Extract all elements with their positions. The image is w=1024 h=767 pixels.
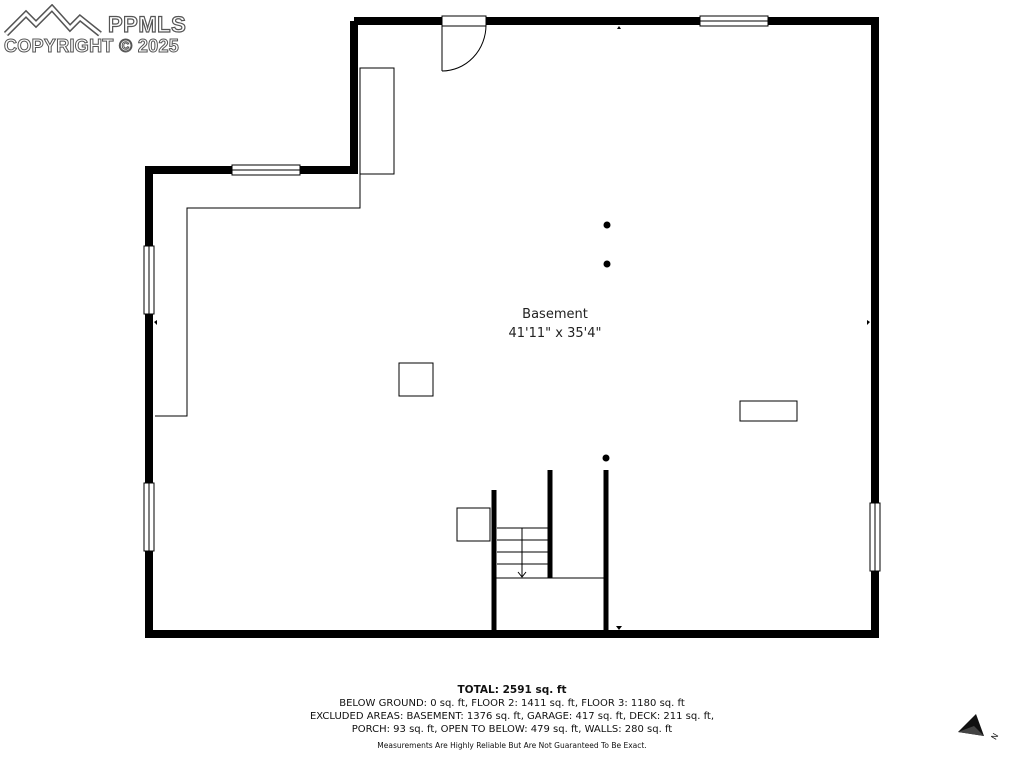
window-top-right xyxy=(699,15,769,27)
door-top xyxy=(441,15,487,72)
mountain-logo-icon xyxy=(4,4,102,37)
stair-walls xyxy=(491,470,609,632)
room-label-basement: Basement 41'11" x 35'4" xyxy=(450,305,660,343)
column-square xyxy=(398,362,434,397)
window-left-upper xyxy=(231,164,301,176)
wall-outline xyxy=(145,17,879,638)
utility-box xyxy=(739,400,798,422)
window-left-wall-bottom xyxy=(143,482,155,552)
window-right-wall xyxy=(869,502,881,572)
total-area: TOTAL: 2591 sq. ft xyxy=(457,684,567,696)
window-left-wall-top xyxy=(143,245,155,315)
interior-partition xyxy=(155,174,361,417)
disclaimer: Measurements Are Highly Reliable But Are… xyxy=(377,741,647,750)
stairs xyxy=(497,527,548,578)
wall-markers xyxy=(154,26,870,630)
watermark-copyright: COPYRIGHT © 2025 xyxy=(3,36,180,57)
north-arrow-icon: N xyxy=(954,710,1002,744)
exterior-walls xyxy=(145,17,879,638)
room-dimensions: 41'11" x 35'4" xyxy=(508,326,602,341)
windows xyxy=(143,15,881,572)
summary-line-1: BELOW GROUND: 0 sq. ft, FLOOR 2: 1411 sq… xyxy=(339,698,685,709)
summary-line-2: EXCLUDED AREAS: BASEMENT: 1376 sq. ft, G… xyxy=(309,711,715,722)
summary-line-3: PORCH: 93 sq. ft, OPEN TO BELOW: 479 sq.… xyxy=(351,724,673,735)
area-summary: TOTAL: 2591 sq. ft BELOW GROUND: 0 sq. f… xyxy=(212,684,812,752)
room-name: Basement xyxy=(522,307,588,322)
posts xyxy=(602,221,611,462)
stair-arrow-icon xyxy=(517,571,527,578)
ppmls-watermark: PPMLS COPYRIGHT © 2025 xyxy=(3,4,204,58)
small-box-near-stairs xyxy=(456,507,491,542)
watermark-brand: PPMLS xyxy=(107,11,187,37)
closet-box xyxy=(359,67,395,175)
